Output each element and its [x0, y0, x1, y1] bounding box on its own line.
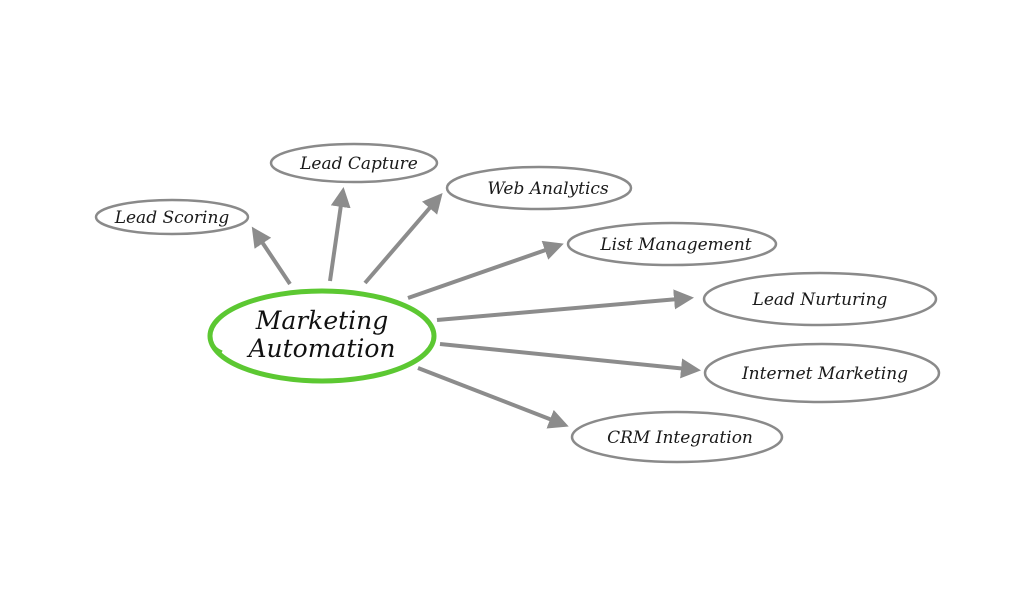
- node-list-management: List Management: [566, 221, 778, 267]
- node-web-analytics-ring: [445, 165, 633, 211]
- center-node-label-line2: Automation: [246, 334, 395, 363]
- node-list-management-ring: [566, 221, 778, 267]
- node-lead-scoring-label: Lead Scoring: [114, 208, 230, 228]
- node-lead-nurturing-label: Lead Nurturing: [752, 290, 888, 310]
- center-node: Marketing Automation: [207, 288, 437, 384]
- node-lead-capture-ring: [269, 142, 439, 184]
- node-lead-scoring: Lead Scoring: [94, 198, 250, 236]
- arrow-to-lead-nurturing: [436, 289, 694, 322]
- center-node-ring-tail: [208, 316, 223, 354]
- node-lead-nurturing-ring: [702, 271, 938, 327]
- node-web-analytics-label: Web Analytics: [487, 179, 609, 199]
- node-web-analytics: Web Analytics: [445, 165, 633, 211]
- arrow-to-crm-integration: [417, 366, 569, 429]
- arrow-to-lead-scoring: [251, 226, 292, 286]
- node-lead-capture: Lead Capture: [269, 142, 439, 184]
- arrow-to-internet-marketing: [439, 342, 701, 379]
- node-lead-nurturing: Lead Nurturing: [702, 271, 938, 327]
- node-internet-marketing: Internet Marketing: [703, 342, 941, 404]
- node-lead-capture-label: Lead Capture: [299, 154, 418, 174]
- node-lead-scoring-ring: [94, 198, 250, 236]
- arrow-to-list-management: [407, 240, 564, 300]
- arrow-to-lead-capture: [328, 187, 351, 282]
- node-list-management-label: List Management: [599, 235, 751, 255]
- node-internet-marketing-ring: [703, 342, 941, 404]
- arrow-to-web-analytics: [363, 192, 443, 285]
- node-crm-integration-ring: [570, 410, 784, 464]
- node-internet-marketing-label: Internet Marketing: [741, 364, 908, 384]
- node-crm-integration: CRM Integration: [570, 410, 784, 464]
- node-crm-integration-label: CRM Integration: [607, 428, 753, 448]
- arrows-group: [251, 187, 701, 429]
- center-node-label-line1: Marketing: [255, 306, 389, 335]
